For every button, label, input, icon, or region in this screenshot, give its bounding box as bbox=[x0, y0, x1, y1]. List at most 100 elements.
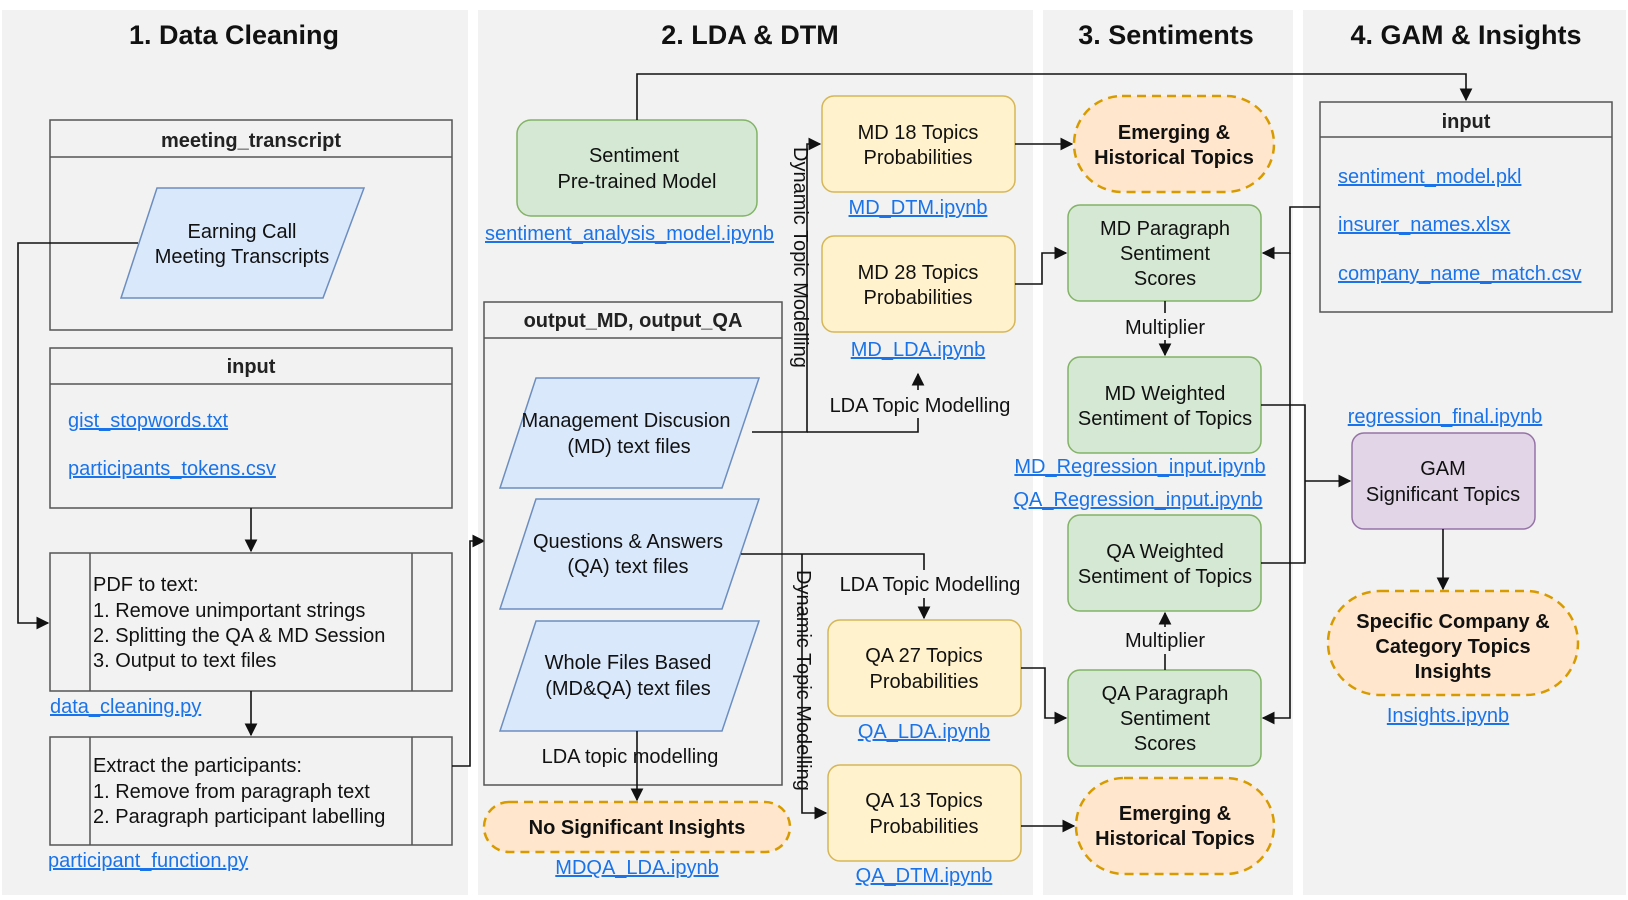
md-para-line-3: Scores bbox=[1134, 268, 1196, 290]
earning-call-transcripts-node bbox=[119, 187, 366, 299]
emerging-top-line-1: Emerging & bbox=[1118, 122, 1230, 144]
edge-label-lda-whole: LDA topic modelling bbox=[542, 746, 719, 768]
link-qa-dtm[interactable]: QA_DTM.ipynb bbox=[856, 865, 993, 887]
md-18-line-2: Probabilities bbox=[864, 147, 973, 169]
link-mdqa-lda[interactable]: MDQA_LDA.ipynb bbox=[555, 857, 718, 879]
edge-md28-to-md-para bbox=[1015, 246, 1068, 285]
md-para-line-2: Sentiment bbox=[1120, 243, 1210, 265]
output-md-qa-title: output_MD, output_QA bbox=[524, 310, 743, 332]
qa-weighted-line-1: QA Weighted bbox=[1106, 541, 1223, 563]
qa-weighted-sentiment-node bbox=[1067, 514, 1262, 612]
md-weighted-line-2: Sentiment of Topics bbox=[1078, 408, 1252, 430]
meeting-transcript-title: meeting_transcript bbox=[161, 130, 341, 152]
pdf-to-text-process bbox=[49, 552, 453, 692]
whole-files-line-2: (MD&QA) text files bbox=[545, 678, 711, 700]
edge-label-multiplier-qa: Multiplier bbox=[1125, 630, 1205, 652]
qa-weighted-line-2: Sentiment of Topics bbox=[1078, 566, 1252, 588]
link-data-cleaning[interactable]: data_cleaning.py bbox=[50, 696, 201, 718]
qa-text-files-node bbox=[498, 498, 761, 610]
column-title-data-cleaning: 1. Data Cleaning bbox=[129, 20, 339, 50]
md-weighted-sentiment-node bbox=[1067, 356, 1262, 454]
emerging-topics-bottom-node bbox=[1074, 776, 1276, 876]
link-qa-regression-input[interactable]: QA_Regression_input.ipynb bbox=[1013, 489, 1262, 511]
link-md-regression-input[interactable]: MD_Regression_input.ipynb bbox=[1014, 456, 1265, 478]
emerging-bottom-line-1: Emerging & bbox=[1119, 803, 1231, 825]
pdf-step-line-4: 3. Output to text files bbox=[93, 650, 276, 672]
md-text-files-line-2: (MD) text files bbox=[567, 436, 690, 458]
link-participants-tokens[interactable]: participants_tokens.csv bbox=[68, 458, 276, 480]
emerging-topics-top-node bbox=[1072, 94, 1276, 194]
link-regression-final[interactable]: regression_final.ipynb bbox=[1348, 406, 1543, 428]
qa-13-line-2: Probabilities bbox=[870, 816, 979, 838]
md-text-files-node bbox=[498, 377, 761, 489]
edge-label-multiplier-md: Multiplier bbox=[1125, 317, 1205, 339]
link-md-dtm[interactable]: MD_DTM.ipynb bbox=[849, 197, 988, 219]
edge-label-dtm-qa: Dynamic Topic Modelling bbox=[792, 570, 814, 791]
column-title-lda-dtm: 2. LDA & DTM bbox=[661, 20, 839, 50]
md-text-files-line-1: Management Discusion bbox=[522, 410, 731, 432]
gam-line-2: Significant Topics bbox=[1366, 484, 1520, 506]
link-sentiment-analysis-model[interactable]: sentiment_analysis_model.ipynb bbox=[485, 223, 774, 245]
edge-qa-weighted-to-gam bbox=[1261, 481, 1306, 564]
column-title-gam-insights: 4. GAM & Insights bbox=[1350, 20, 1581, 50]
edge-input2-to-qa-para bbox=[1261, 253, 1291, 725]
no-significant-insights-label: No Significant Insights bbox=[529, 817, 746, 839]
qa-para-line-2: Sentiment bbox=[1120, 708, 1210, 730]
link-insights[interactable]: Insights.ipynb bbox=[1387, 705, 1509, 727]
qa-27-topics-node bbox=[827, 619, 1022, 717]
emerging-top-line-2: Historical Topics bbox=[1094, 147, 1254, 169]
gam-significant-topics-node bbox=[1351, 432, 1536, 530]
extract-step-line-2: 1. Remove from paragraph text bbox=[93, 781, 370, 803]
edge-input2-to-md-para bbox=[1261, 206, 1320, 260]
md-weighted-line-1: MD Weighted bbox=[1105, 383, 1226, 405]
edge-md-dtm bbox=[752, 137, 822, 433]
pdf-step-line-1: PDF to text: bbox=[93, 574, 199, 596]
input-files-title: input bbox=[227, 356, 276, 378]
no-significant-insights-node bbox=[482, 800, 792, 854]
emerging-bottom-line-2: Historical Topics bbox=[1095, 828, 1255, 850]
link-company-name-match[interactable]: company_name_match.csv bbox=[1338, 263, 1581, 285]
edge-sentiment-to-input2 bbox=[636, 73, 1473, 120]
link-insurer-names[interactable]: insurer_names.xlsx bbox=[1338, 214, 1510, 236]
edge-label-lda-md: LDA Topic Modelling bbox=[830, 395, 1011, 417]
md-28-line-1: MD 28 Topics bbox=[858, 262, 979, 284]
link-gist-stopwords[interactable]: gist_stopwords.txt bbox=[68, 410, 229, 432]
qa-text-files-line-1: Questions & Answers bbox=[533, 531, 723, 553]
qa-para-line-1: QA Paragraph bbox=[1102, 683, 1229, 705]
md-28-line-2: Probabilities bbox=[864, 287, 973, 309]
gam-line-1: GAM bbox=[1420, 458, 1466, 480]
edge-label-dtm-md: Dynamic Topic Modelling bbox=[789, 147, 811, 368]
pdf-step-line-3: 2. Splitting the QA & MD Session bbox=[93, 625, 385, 647]
edge-qa-dtm bbox=[801, 554, 828, 820]
edge-extract-to-output bbox=[452, 534, 486, 767]
edge-label-lda-qa: LDA Topic Modelling bbox=[840, 574, 1021, 596]
specific-company-insights-node bbox=[1326, 589, 1580, 697]
qa-13-line-1: QA 13 Topics bbox=[865, 790, 982, 812]
md-para-line-1: MD Paragraph bbox=[1100, 218, 1230, 240]
link-qa-lda[interactable]: QA_LDA.ipynb bbox=[858, 721, 990, 743]
link-md-lda[interactable]: MD_LDA.ipynb bbox=[851, 339, 986, 361]
specific-line-2: Category Topics bbox=[1375, 636, 1530, 658]
pdf-step-line-2: 1. Remove unimportant strings bbox=[93, 600, 365, 622]
input-files-container bbox=[49, 347, 453, 509]
whole-files-line-1: Whole Files Based bbox=[545, 652, 712, 674]
md-18-line-1: MD 18 Topics bbox=[858, 122, 979, 144]
edge-md-weighted-to-gam bbox=[1261, 404, 1306, 481]
earning-call-line-1: Earning Call bbox=[188, 221, 297, 243]
link-participant-function[interactable]: participant_function.py bbox=[48, 850, 248, 872]
edge-qa27-to-qa-para bbox=[1021, 667, 1068, 725]
specific-line-3: Insights bbox=[1415, 661, 1492, 683]
input-model-files-title: input bbox=[1442, 111, 1491, 133]
qa-13-topics-node bbox=[827, 764, 1022, 862]
md-18-topics-node bbox=[821, 95, 1016, 193]
whole-files-node bbox=[498, 620, 761, 732]
sentiment-model-line-1: Sentiment bbox=[589, 145, 679, 167]
extract-step-line-1: Extract the participants: bbox=[93, 755, 302, 777]
link-sentiment-model-pkl[interactable]: sentiment_model.pkl bbox=[1338, 166, 1521, 188]
qa-para-line-3: Scores bbox=[1134, 733, 1196, 755]
sentiment-model-line-2: Pre-trained Model bbox=[558, 171, 717, 193]
qa-27-line-2: Probabilities bbox=[870, 671, 979, 693]
qa-text-files-line-2: (QA) text files bbox=[567, 556, 688, 578]
edge-transcripts-to-pdf bbox=[17, 242, 138, 630]
